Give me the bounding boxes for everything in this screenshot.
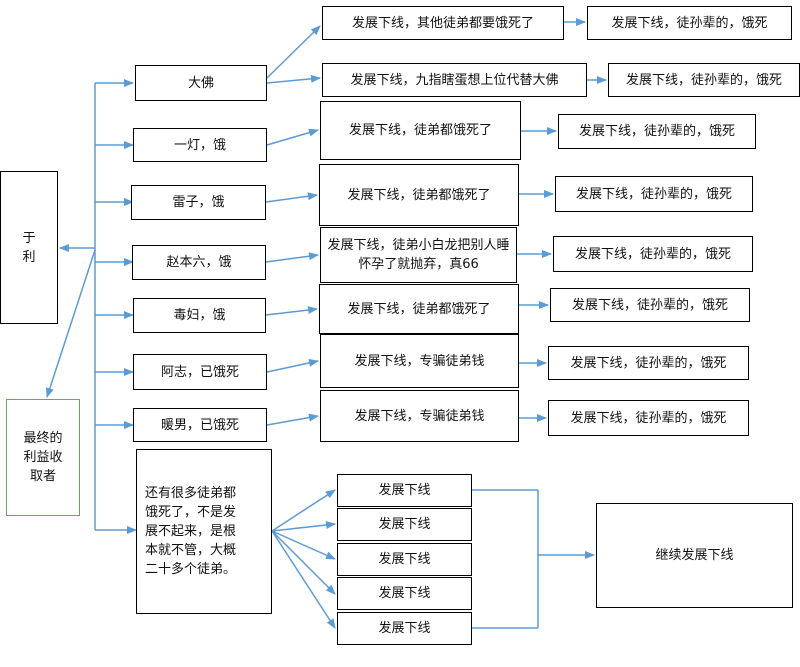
grand-descendant-node: 发展下线，徒孙辈的，饿死 [548, 346, 749, 380]
disciple-node: 阿志，已饿死 [133, 354, 267, 390]
descendant-node: 发展下线，专骗徒弟钱 [320, 334, 519, 388]
branch-node: 发展下线 [337, 612, 472, 645]
descendant-label: 发展下线，专骗徒弟钱 [354, 408, 485, 424]
branch-label: 发展下线 [378, 586, 431, 601]
grand-descendant-label: 发展下线，徒孙辈的，饿死 [570, 355, 727, 371]
branch-label: 发展下线 [378, 552, 431, 567]
descendant-label: 发展下线，其他徒弟都要饿死了 [351, 15, 534, 31]
merged-node: 继续发展下线 [596, 503, 793, 608]
branch-label: 发展下线 [378, 483, 431, 498]
branch-node: 发展下线 [337, 543, 472, 576]
grand-descendant-label: 发展下线，徒孙辈的，饿死 [625, 72, 782, 88]
connector-arrow [271, 530, 336, 560]
many-disciples-label: 还有很多徒弟都 饿死了，不是发 展不起来，是根 本就不管，大概 二十多个徒弟。 [145, 486, 237, 577]
branch-node: 发展下线 [337, 508, 472, 541]
disciple-node: 一灯，饿 [133, 128, 267, 162]
grand-descendant-label: 发展下线，徒孙辈的，饿死 [575, 186, 732, 202]
descendant-node: 发展下线，九指瞎蛋想上位代替大佛 [322, 63, 587, 97]
merged-label: 继续发展下线 [655, 548, 734, 563]
disciple-node: 大佛 [135, 65, 267, 101]
branch-node: 发展下线 [337, 474, 472, 507]
descendant-node: 发展下线，徒弟都饿死了 [319, 284, 519, 334]
final-recipient-label: 最终的 利益收 取者 [23, 431, 63, 484]
descendant-node: 发展下线，专骗徒弟钱 [320, 390, 519, 442]
many-disciples-node: 还有很多徒弟都 饿死了，不是发 展不起来，是根 本就不管，大概 二十多个徒弟。 [136, 449, 272, 614]
disciple-label: 赵本六，饿 [166, 255, 232, 270]
grand-descendant-label: 发展下线，徒孙辈的，饿死 [570, 410, 727, 426]
connector-arrow [271, 489, 336, 532]
branch-label: 发展下线 [378, 517, 431, 532]
descendant-label: 发展下线，九指瞎蛋想上位代替大佛 [350, 72, 559, 88]
connector-arrow [271, 530, 336, 595]
connector-arrow [45, 249, 96, 398]
disciple-label: 毒妇，饿 [173, 308, 226, 323]
disciple-label: 大佛 [187, 75, 214, 91]
connector-arrow [266, 413, 319, 426]
grand-descendant-label: 发展下线，徒孙辈的，饿死 [571, 297, 728, 313]
disciple-node: 毒妇，饿 [133, 298, 266, 333]
descendant-node: 发展下线，徒弟都饿死了 [319, 164, 519, 226]
connector-arrow [266, 74, 321, 84]
root-label: 于 利 [22, 230, 36, 265]
root-node: 于 利 [0, 171, 58, 324]
connector-arrow [265, 252, 319, 263]
disciple-node: 暖男，已饿死 [133, 408, 267, 442]
disciple-label: 一灯，饿 [173, 137, 226, 153]
grand-descendant-node: 发展下线，徒孙辈的，饿死 [608, 63, 800, 97]
disciple-node: 雷子，饿 [131, 185, 266, 220]
branch-label: 发展下线 [378, 621, 431, 636]
connector-arrow [265, 192, 318, 203]
grand-descendant-label: 发展下线，徒孙辈的，饿死 [578, 124, 735, 139]
branch-node: 发展下线 [337, 577, 472, 610]
grand-descendant-node: 发展下线，徒孙辈的，饿死 [550, 288, 750, 322]
descendant-label: 发展下线，徒弟都饿死了 [348, 123, 492, 138]
disciple-label: 阿志，已饿死 [160, 364, 239, 380]
descendant-node: 发展下线，徒弟小白龙把别人睡怀孕了就抛弃，真66 [320, 227, 517, 283]
grand-descendant-node: 发展下线，徒孙辈的，饿死 [553, 236, 753, 272]
disciple-label: 雷子，饿 [172, 195, 225, 210]
descendant-node: 发展下线，徒弟都饿死了 [320, 101, 521, 160]
final-recipient-node: 最终的 利益收 取者 [6, 399, 80, 516]
connector-arrow [266, 128, 319, 146]
connector-arrow [271, 530, 336, 629]
disciple-node: 赵本六，饿 [132, 245, 266, 280]
connector-arrow [266, 25, 321, 79]
grand-descendant-node: 发展下线，徒孙辈的，饿死 [548, 400, 749, 436]
descendant-label: 发展下线，徒弟都饿死了 [347, 301, 491, 317]
descendant-label: 发展下线，徒弟都饿死了 [347, 187, 491, 203]
grand-descendant-node: 发展下线，徒孙辈的，饿死 [555, 176, 753, 212]
descendant-node: 发展下线，其他徒弟都要饿死了 [322, 6, 564, 40]
descendant-label: 发展下线，徒弟小白龙把别人睡怀孕了就抛弃，真66 [327, 238, 510, 272]
grand-descendant-label: 发展下线，徒孙辈的，饿死 [611, 15, 768, 31]
disciple-label: 暖男，已饿死 [160, 417, 239, 433]
connector-arrow [266, 358, 319, 373]
connector-arrow [265, 306, 318, 316]
grand-descendant-label: 发展下线，徒孙辈的，饿死 [574, 246, 731, 262]
descendant-label: 发展下线，专骗徒弟钱 [354, 353, 485, 369]
grand-descendant-node: 发展下线，徒孙辈的，饿死 [587, 6, 792, 40]
grand-descendant-node: 发展下线，徒孙辈的，饿死 [558, 114, 756, 149]
connector-arrow [271, 521, 336, 532]
